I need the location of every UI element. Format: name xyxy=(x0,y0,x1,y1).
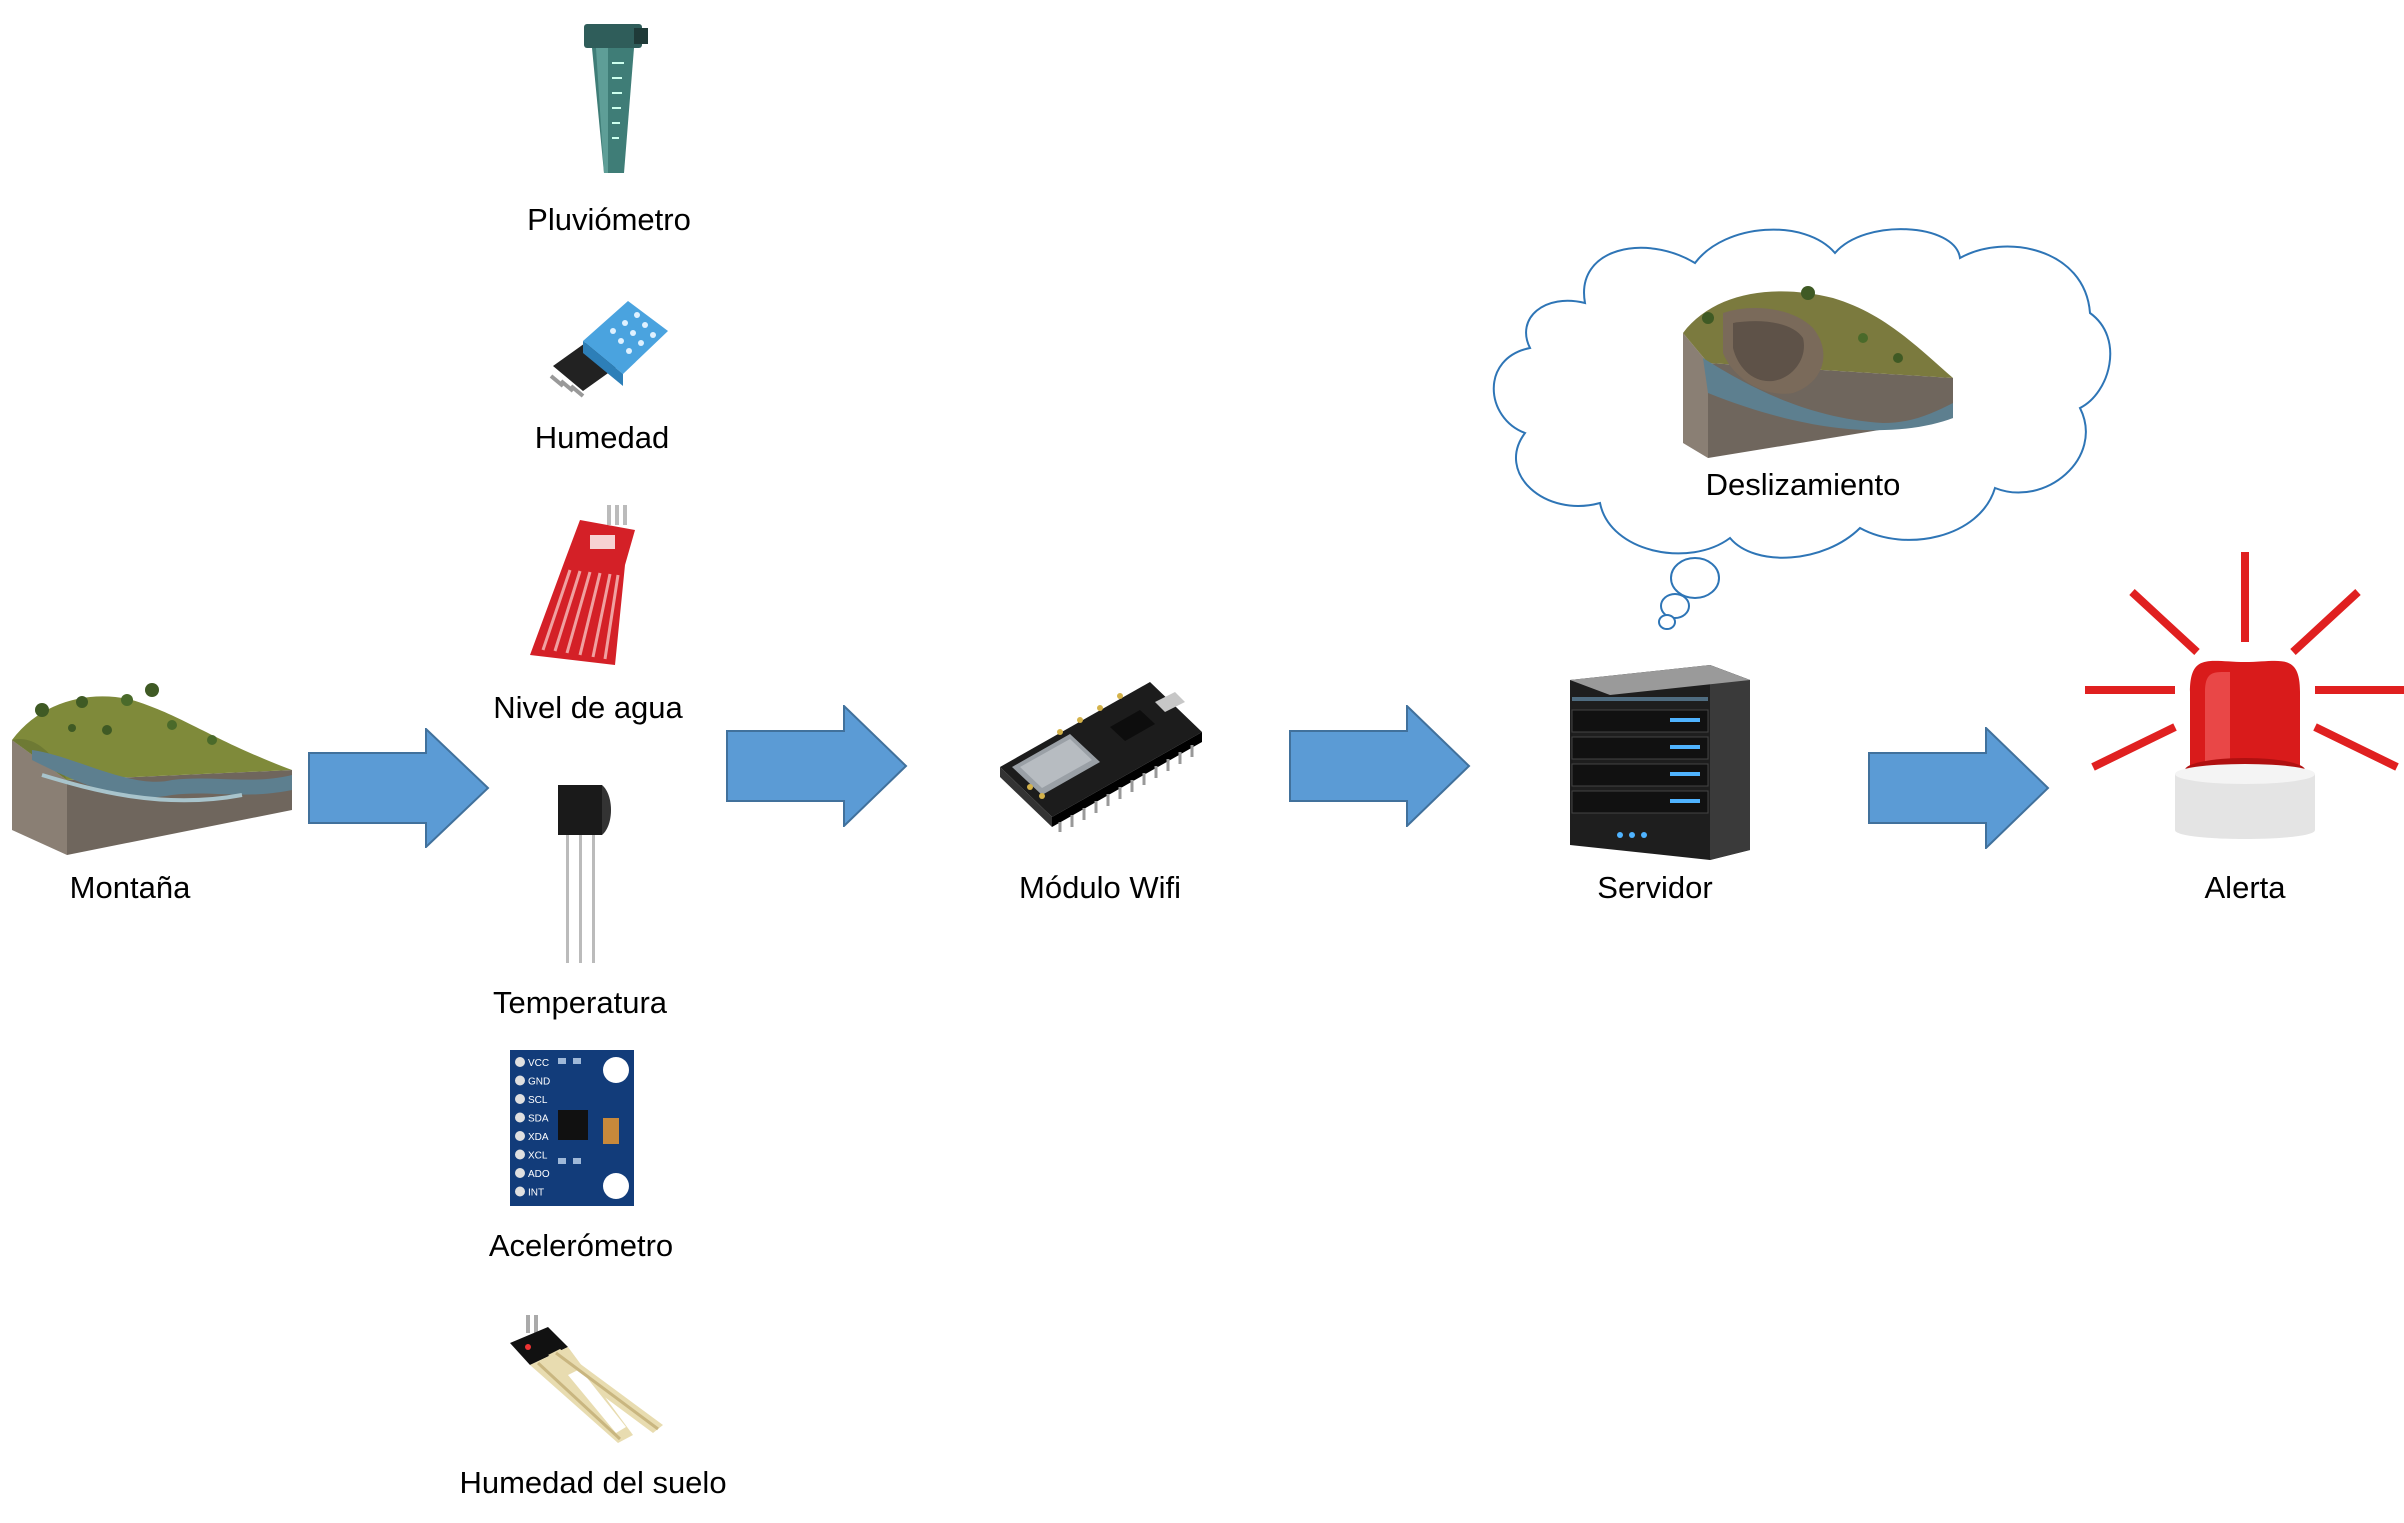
label-humedad-suelo: Humedad del suelo xyxy=(459,1465,727,1500)
arrow-mountain-to-sensors xyxy=(308,728,490,848)
accelerometer-icon: VCC GND SCL SDA XDA XCL ADO INT xyxy=(508,1048,638,1208)
accelerometer-pin xyxy=(515,1168,525,1178)
water-level-sensor-icon xyxy=(525,505,645,665)
accelerometer-pin-label: XDA xyxy=(528,1132,549,1143)
label-modulo-wifi: Módulo Wifi xyxy=(1019,870,1181,905)
accelerometer-pin xyxy=(515,1186,525,1197)
label-acelerometro: Acelerómetro xyxy=(488,1228,674,1263)
soil-moisture-sensor-icon xyxy=(508,1315,668,1455)
accelerometer-pin-label: INT xyxy=(528,1188,544,1199)
label-alerta: Alerta xyxy=(2204,870,2286,905)
wifi-module-icon xyxy=(990,672,1210,832)
rain-gauge-icon xyxy=(582,18,652,178)
landslide-image xyxy=(1683,283,1953,458)
accelerometer-pin-label: SCL xyxy=(528,1095,548,1106)
label-pluviometro: Pluviómetro xyxy=(527,202,691,237)
accelerometer-pin-label: SDA xyxy=(528,1114,549,1125)
label-temperatura: Temperatura xyxy=(492,985,668,1020)
accelerometer-pin xyxy=(515,1131,525,1141)
accelerometer-pin-label: XCL xyxy=(528,1151,548,1162)
label-humedad: Humedad xyxy=(534,420,670,455)
temperature-sensor-icon xyxy=(552,780,612,965)
label-deslizamiento: Deslizamiento xyxy=(1705,467,1901,502)
accelerometer-pin-label: ADO xyxy=(528,1169,550,1180)
accelerometer-pin-label: GND xyxy=(528,1077,550,1088)
arrow-server-to-alert xyxy=(1868,727,2050,849)
accelerometer-pin xyxy=(515,1112,525,1123)
accelerometer-pin xyxy=(515,1149,525,1160)
arrow-wifi-to-server xyxy=(1289,705,1471,827)
accelerometer-pin xyxy=(515,1075,525,1086)
accelerometer-pin xyxy=(515,1057,525,1067)
arrow-sensors-to-wifi xyxy=(726,705,908,827)
server-icon xyxy=(1560,655,1760,860)
alert-siren-icon xyxy=(2085,552,2404,852)
mountain-image xyxy=(12,680,292,860)
label-nivel-agua: Nivel de agua xyxy=(493,690,683,725)
humidity-sensor-icon xyxy=(543,296,673,406)
label-servidor: Servidor xyxy=(1597,870,1713,905)
label-montana: Montaña xyxy=(69,870,191,905)
accelerometer-pin-label: VCC xyxy=(528,1058,549,1069)
accelerometer-pin xyxy=(515,1094,525,1104)
